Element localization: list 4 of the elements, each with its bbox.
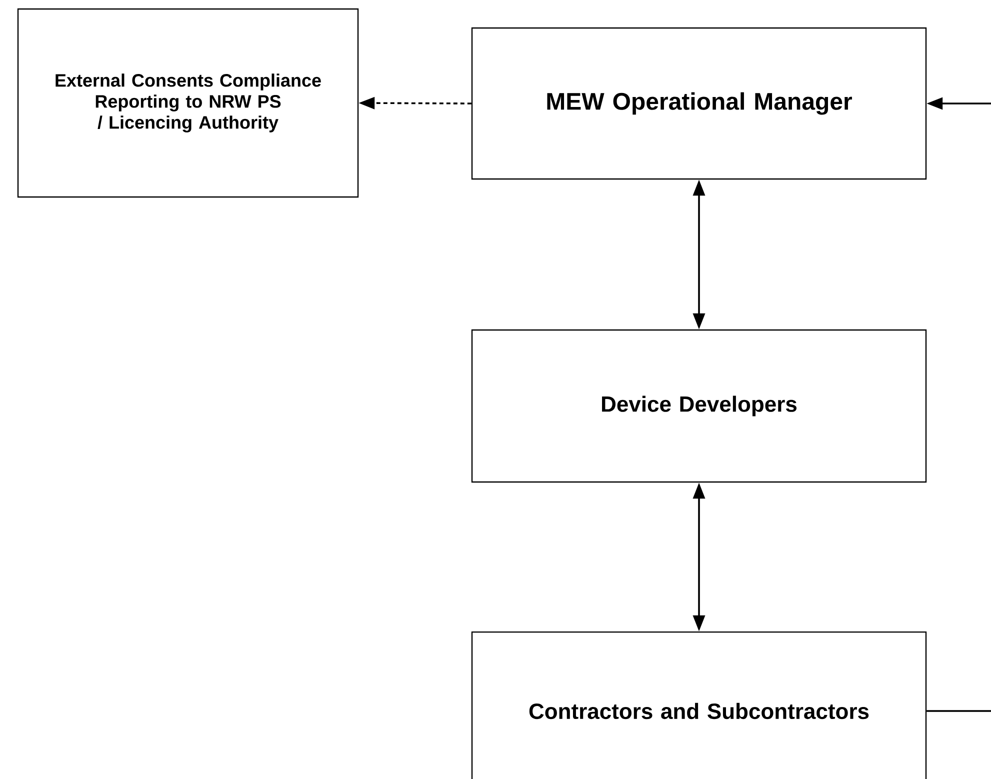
process-box: Device Developers xyxy=(471,329,927,483)
process-box: External Consents Compliance Reporting to NRW PS / Licencing Authority xyxy=(17,8,359,198)
process-box: Contractors and Subcontractors xyxy=(471,631,927,779)
process-box: MEW Operational Manager xyxy=(471,27,927,180)
